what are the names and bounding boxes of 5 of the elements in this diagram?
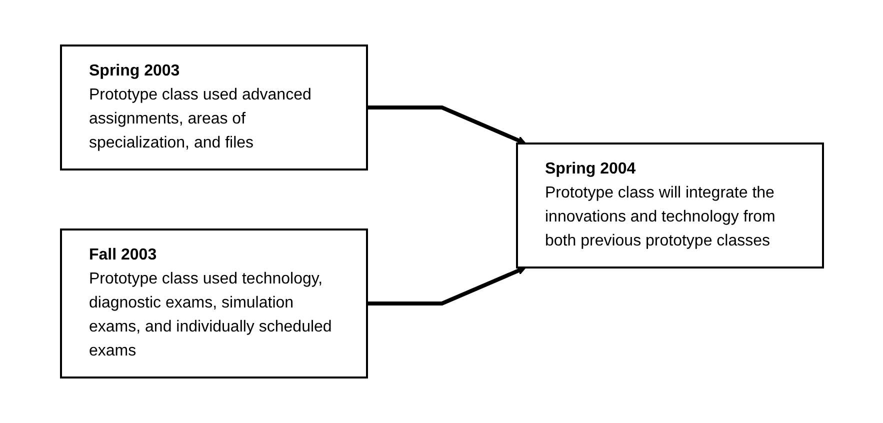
node-box: Spring 2003 Prototype class used advanced assignments, areas of specialization, and files bbox=[60, 44, 368, 170]
arrow bbox=[366, 106, 526, 144]
arrow bbox=[366, 266, 526, 306]
node-box: Fall 2003 Prototype class used technology, diagnostic exams, simulation exams, and individually scheduled exams bbox=[60, 228, 368, 378]
node-box: Spring 2004 Prototype class will integrate the innovations and technology from both previous prototype classes bbox=[516, 142, 824, 268]
